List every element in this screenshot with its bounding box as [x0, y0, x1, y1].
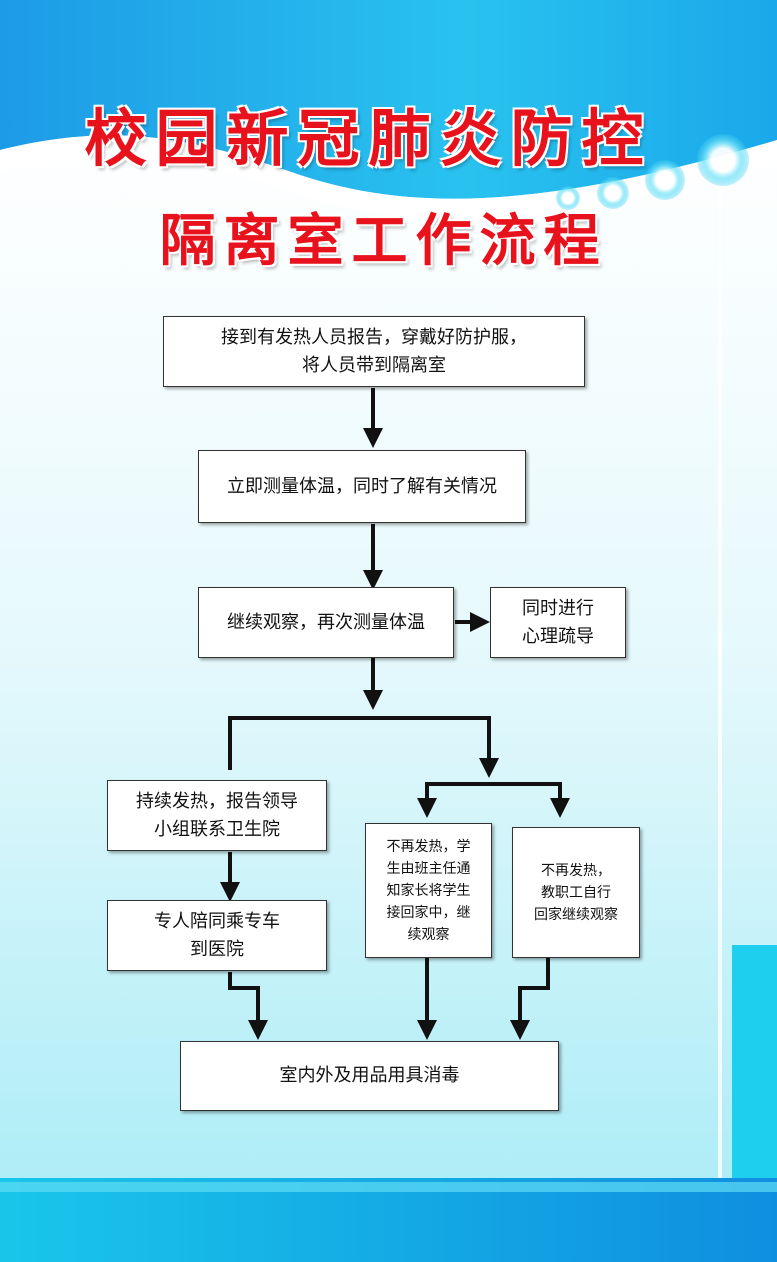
student-home-line2: 生由班主任通 — [386, 860, 471, 877]
step-measure-box: 立即测量体温，同时了解有关情况 — [198, 450, 526, 523]
poster-title-line2: 隔离室工作流程 — [159, 209, 608, 274]
disinfect-line1: 室内外及用品用具消毒 — [279, 1065, 460, 1086]
fever-report-line2: 小组联系卫生院 — [154, 818, 280, 840]
student-home-line1: 不再发热，学 — [386, 838, 471, 855]
staff-home-box: 不再发热， 教职工自行 回家继续观察 — [512, 827, 640, 958]
side-counseling-line1: 同时进行 — [522, 597, 594, 619]
step-observe-line1: 继续观察，再次测量体温 — [227, 611, 425, 633]
hospital-transfer-line2: 到医院 — [190, 938, 244, 960]
step-report-line2: 将人员带到隔离室 — [302, 354, 446, 376]
step-measure-line1: 立即测量体温，同时了解有关情况 — [227, 475, 497, 497]
fever-report-line1: 持续发热，报告领导 — [136, 790, 298, 812]
student-home-line5: 续观察 — [407, 926, 450, 943]
step-report-box: 接到有发热人员报告，穿戴好防护服， 将人员带到隔离室 — [163, 316, 585, 387]
staff-home-line1: 不再发热， — [541, 862, 611, 879]
hospital-transfer-line1: 专人陪同乘专车 — [154, 910, 280, 932]
side-counseling-line2: 心理疏导 — [522, 625, 594, 647]
hospital-transfer-box: 专人陪同乘专车 到医院 — [107, 900, 327, 971]
side-counseling-box: 同时进行 心理疏导 — [490, 587, 626, 658]
staff-home-line2: 教职工自行 — [541, 884, 611, 901]
staff-home-line3: 回家继续观察 — [534, 906, 618, 923]
step-observe-box: 继续观察，再次测量体温 — [198, 587, 454, 658]
student-home-box: 不再发热，学 生由班主任通 知家长将学生 接回家中，继 续观察 — [365, 823, 492, 958]
disinfect-box: 室内外及用品用具消毒 — [180, 1041, 559, 1111]
fever-report-box: 持续发热，报告领导 小组联系卫生院 — [107, 780, 327, 851]
poster-title-line1: 校园新冠肺炎防控 — [84, 102, 653, 175]
step-report-line1: 接到有发热人员报告，穿戴好防护服， — [221, 326, 527, 348]
student-home-line3: 知家长将学生 — [386, 882, 471, 899]
student-home-line4: 接回家中，继 — [386, 904, 471, 921]
